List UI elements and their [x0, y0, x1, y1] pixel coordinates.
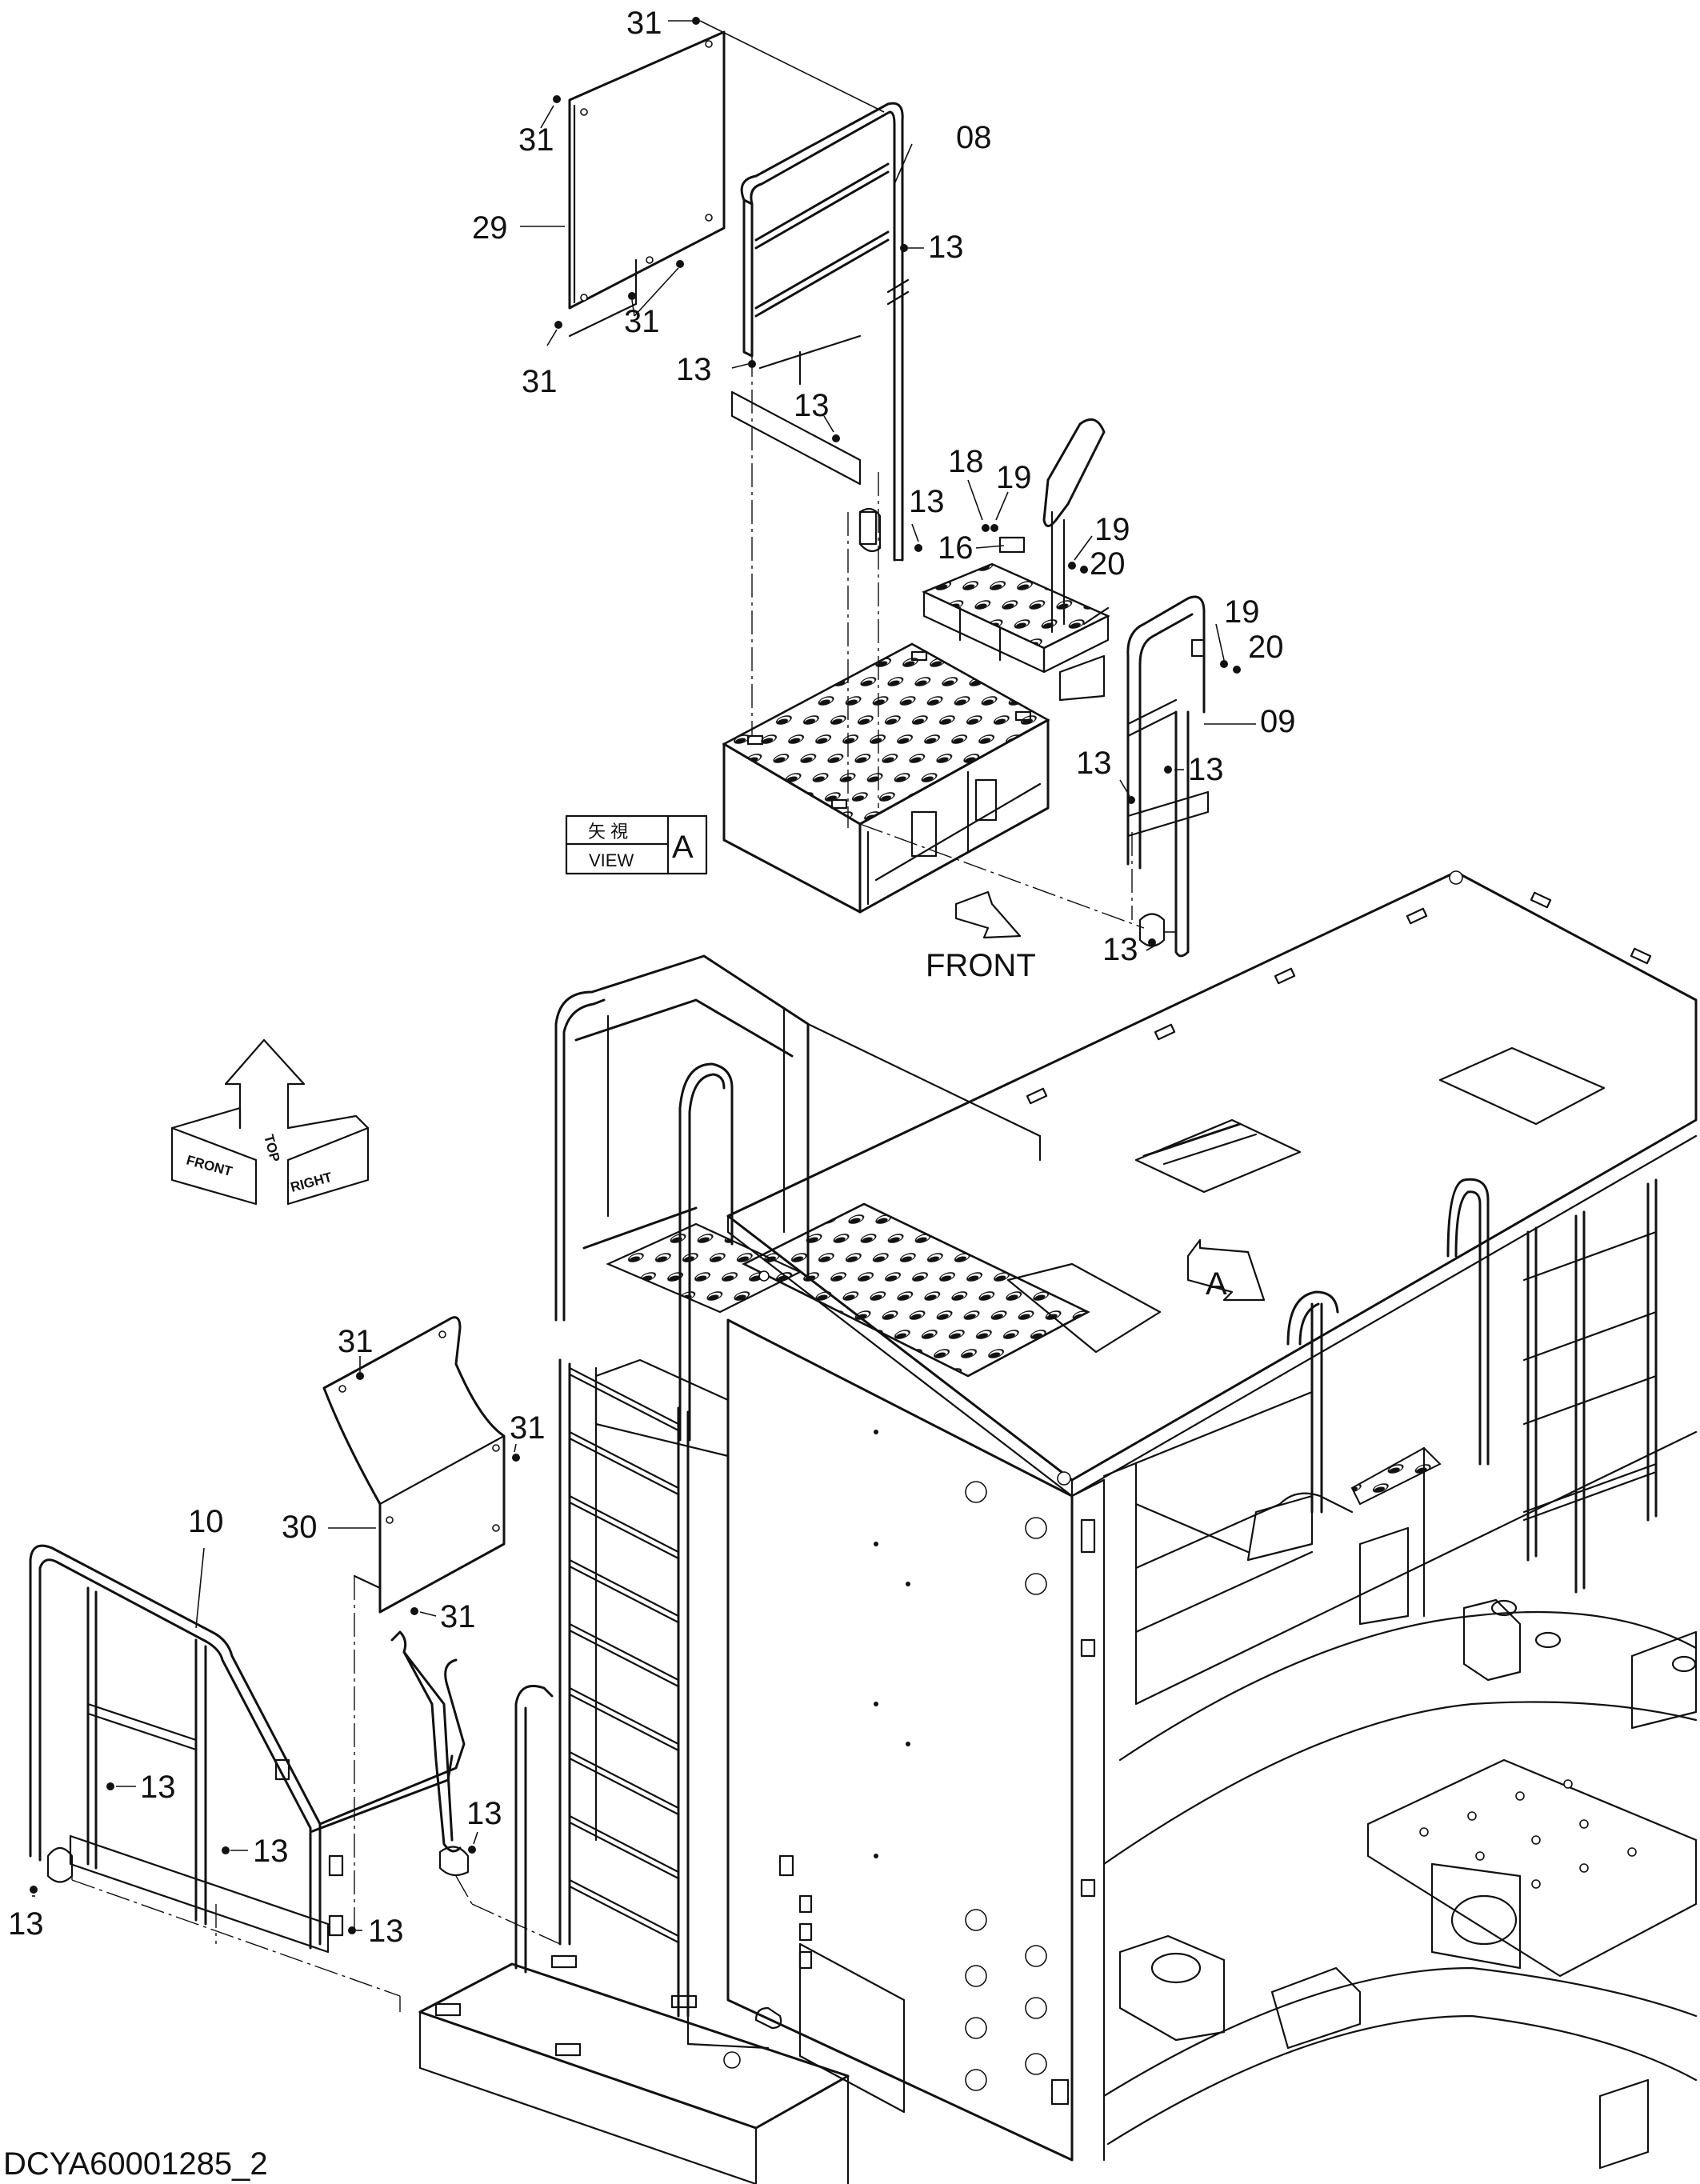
callout-13-l: 13 [8, 1906, 44, 1942]
callout-19-a: 19 [996, 460, 1032, 495]
orient-right: RIGHT [289, 1170, 334, 1195]
callout-31-e: 31 [338, 1324, 374, 1359]
front-arrow: FRONT [926, 890, 1036, 983]
callout-31-g: 31 [440, 1599, 476, 1634]
callout-13-e: 13 [1076, 746, 1112, 781]
callout-16: 16 [938, 530, 974, 566]
callout-13-a: 13 [928, 230, 964, 265]
callout-31-c: 31 [522, 364, 558, 399]
handrail-08 [730, 102, 910, 562]
callout-20-b: 20 [1248, 630, 1284, 665]
view-marker-letter: A [1206, 1266, 1227, 1302]
right-frame [1102, 1178, 1698, 2170]
view-a-marker: A [1186, 1238, 1266, 1302]
callout-10: 10 [188, 1504, 224, 1539]
document-code: DCYA60001285_2 [3, 2146, 268, 2182]
callout-20-a: 20 [1090, 546, 1126, 582]
callout-31-d: 31 [624, 304, 660, 339]
callout-31-a: 31 [626, 6, 662, 41]
callout-29: 29 [472, 210, 508, 246]
view-kanji: 矢 視 [588, 822, 628, 842]
callout-19-c: 19 [1224, 594, 1260, 630]
callout-13-j: 13 [466, 1796, 502, 1831]
callout-19-b: 19 [1094, 512, 1130, 547]
callout-09: 09 [1260, 704, 1296, 739]
callout-30: 30 [282, 1510, 318, 1545]
callout-13-f: 13 [1188, 752, 1224, 787]
main-ladder [558, 1358, 690, 2018]
view-letter: A [672, 830, 694, 865]
handrail-10 [29, 1544, 561, 2012]
callout-31-f: 31 [510, 1410, 546, 1446]
step-assembly-16 [922, 418, 1110, 702]
callout-13-d: 13 [909, 484, 945, 519]
orient-top: TOP [261, 1133, 282, 1163]
callout-13-b: 13 [676, 352, 712, 387]
callout-08: 08 [956, 120, 992, 155]
view-a-box: 矢 視 VIEW A [565, 814, 708, 875]
cover-plate-30 [322, 1316, 506, 1936]
view-word: VIEW [589, 850, 634, 870]
handrail-09 [859, 595, 1210, 958]
callout-13-c: 13 [794, 388, 830, 423]
callout-13-g: 13 [1102, 932, 1138, 967]
box-platform [722, 316, 1050, 914]
callout-13-i: 13 [253, 1834, 289, 1869]
callout-leaders [30, 17, 1256, 1934]
cover-plate-29 [568, 30, 726, 338]
upper-exploded-assembly [568, 30, 1210, 958]
callout-13-k: 13 [368, 1914, 404, 1949]
callout-13-h: 13 [140, 1770, 176, 1805]
machine-structure: A [418, 870, 1698, 2184]
callout-labels: 31 31 29 31 31 08 13 13 13 13 18 19 16 1… [8, 6, 1296, 1949]
callout-31-b: 31 [518, 122, 554, 158]
orientation-glyph: FRONT RIGHT TOP [170, 1038, 370, 1206]
callout-18: 18 [948, 444, 984, 479]
front-label: FRONT [926, 948, 1036, 983]
orient-front: FRONT [185, 1153, 234, 1180]
